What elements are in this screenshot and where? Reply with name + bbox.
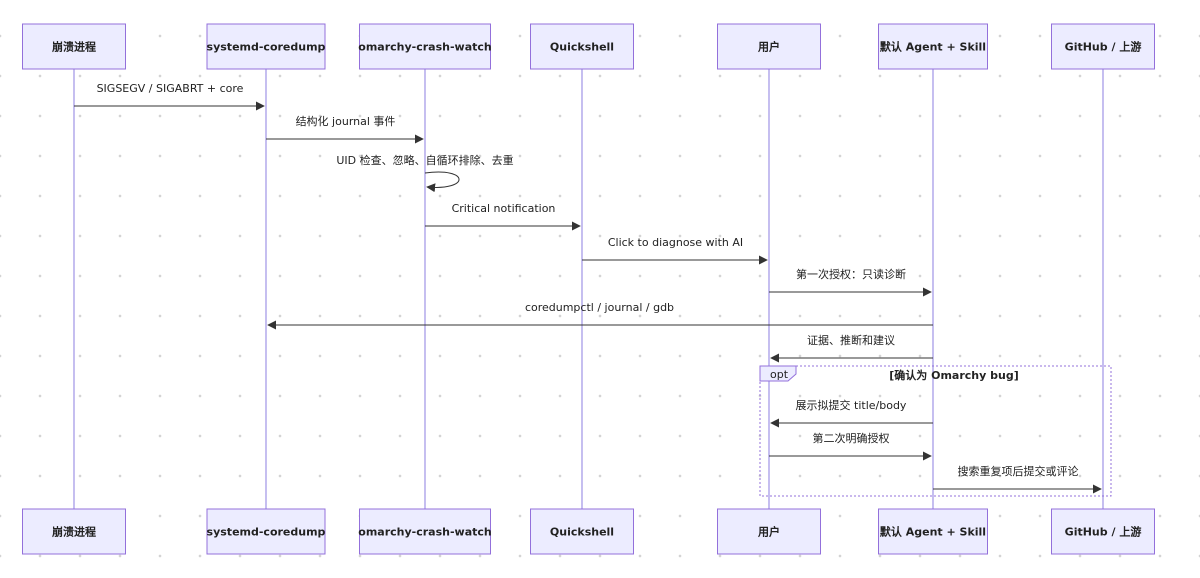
message-text: Click to diagnose with AI bbox=[608, 236, 743, 249]
actor-gh-bottom: GitHub / 上游 bbox=[1051, 508, 1155, 555]
actor-agent-bottom: 默认 Agent + Skill bbox=[878, 508, 988, 555]
actor-coredump-top: systemd-coredump bbox=[206, 23, 326, 70]
opt-condition: [确认为 Omarchy bug] bbox=[889, 368, 1018, 382]
message-2: 结构化 journal 事件 bbox=[266, 114, 424, 144]
actor-box bbox=[1051, 23, 1155, 70]
message-10: 第二次明确授权 bbox=[769, 431, 932, 461]
actor-label: systemd-coredump bbox=[207, 526, 326, 539]
message-text: 第二次明确授权 bbox=[813, 431, 890, 445]
actor-qs-top: Quickshell bbox=[530, 23, 634, 70]
message-text: 展示拟提交 title/body bbox=[796, 398, 907, 412]
actor-watch-top: omarchy-crash-watch bbox=[358, 23, 492, 70]
actor-box bbox=[717, 23, 821, 70]
actor-label: 默认 Agent + Skill bbox=[880, 525, 986, 539]
actor-box bbox=[206, 23, 326, 70]
actor-label: systemd-coredump bbox=[207, 41, 326, 54]
actor-label: 用户 bbox=[758, 525, 780, 539]
message-4: Critical notification bbox=[425, 202, 581, 231]
actor-qs-bottom: Quickshell bbox=[530, 508, 634, 555]
actor-label: omarchy-crash-watch bbox=[358, 41, 491, 54]
message-self-loop bbox=[424, 171, 460, 193]
actor-label: GitHub / 上游 bbox=[1065, 40, 1142, 54]
actor-box bbox=[717, 508, 821, 555]
message-text: Critical notification bbox=[452, 202, 556, 215]
message-5: Click to diagnose with AI bbox=[582, 236, 768, 265]
message-3: UID 检查、忽略、自循环排除、去重 bbox=[336, 153, 514, 193]
message-text: 结构化 journal 事件 bbox=[296, 114, 396, 128]
actor-box bbox=[878, 23, 988, 70]
message-text: coredumpctl / journal / gdb bbox=[525, 301, 674, 314]
message-text: 搜索重复项后提交或评论 bbox=[958, 464, 1079, 478]
message-8: 证据、推断和建议 bbox=[770, 333, 933, 363]
message-6: 第一次授权：只读诊断 bbox=[769, 267, 932, 297]
actor-box bbox=[22, 23, 126, 70]
actor-box bbox=[530, 508, 634, 555]
actor-box bbox=[206, 508, 326, 555]
actor-gh-top: GitHub / 上游 bbox=[1051, 23, 1155, 70]
message-text: 证据、推断和建议 bbox=[807, 333, 895, 347]
opt-label: opt bbox=[770, 368, 789, 381]
actor-user-top: 用户 bbox=[717, 23, 821, 70]
actor-crash-top: 崩溃进程 bbox=[22, 23, 126, 70]
actor-label: 崩溃进程 bbox=[52, 525, 96, 539]
actor-label: Quickshell bbox=[550, 41, 614, 54]
actor-label: 用户 bbox=[758, 40, 780, 54]
opt-tab bbox=[759, 365, 797, 382]
actor-user-bottom: 用户 bbox=[717, 508, 821, 555]
message-1: SIGSEGV / SIGABRT + core bbox=[74, 82, 265, 111]
message-9: 展示拟提交 title/body bbox=[770, 398, 933, 428]
actor-box bbox=[359, 23, 491, 70]
actor-box bbox=[878, 508, 988, 555]
actor-crash-bottom: 崩溃进程 bbox=[22, 508, 126, 555]
actor-coredump-bottom: systemd-coredump bbox=[206, 508, 326, 555]
actor-box bbox=[22, 508, 126, 555]
actor-label: GitHub / 上游 bbox=[1065, 525, 1142, 539]
actor-box bbox=[1051, 508, 1155, 555]
message-text: 第一次授权：只读诊断 bbox=[796, 267, 906, 281]
message-11: 搜索重复项后提交或评论 bbox=[933, 464, 1102, 494]
actor-label: Quickshell bbox=[550, 526, 614, 539]
message-text: UID 检查、忽略、自循环排除、去重 bbox=[336, 153, 513, 167]
message-7: coredumpctl / journal / gdb bbox=[267, 301, 933, 330]
actor-label: 崩溃进程 bbox=[52, 40, 96, 54]
message-text: SIGSEGV / SIGABRT + core bbox=[97, 82, 244, 95]
actor-label: omarchy-crash-watch bbox=[358, 526, 491, 539]
actor-box bbox=[530, 23, 634, 70]
actor-watch-bottom: omarchy-crash-watch bbox=[358, 508, 492, 555]
opt-frame bbox=[759, 365, 1112, 497]
actor-label: 默认 Agent + Skill bbox=[880, 40, 986, 54]
actor-agent-top: 默认 Agent + Skill bbox=[878, 23, 988, 70]
actor-box bbox=[359, 508, 491, 555]
